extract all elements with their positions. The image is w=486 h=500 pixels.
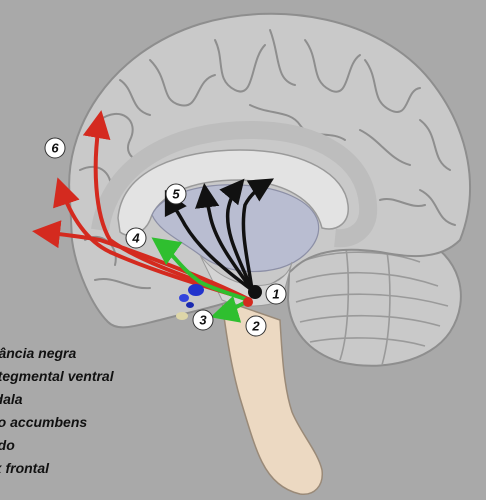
marker-4: 4 xyxy=(126,228,146,248)
svg-text:5: 5 xyxy=(172,187,180,202)
svg-text:3: 3 xyxy=(199,313,207,328)
legend-item: leo accumbens xyxy=(0,411,114,434)
marker-3: 3 xyxy=(193,310,213,330)
marker-1: 1 xyxy=(266,284,286,304)
svg-text:2: 2 xyxy=(251,319,260,334)
marker-2: 2 xyxy=(246,316,266,336)
legend: stância negra a tegmental ventral gdala … xyxy=(0,342,114,480)
vta-dot xyxy=(243,297,253,307)
legend-item: gdala xyxy=(0,388,114,411)
marker-6: 6 xyxy=(45,138,65,158)
legend-item: stância negra xyxy=(0,342,114,365)
svg-text:6: 6 xyxy=(51,141,59,156)
marker-5: 5 xyxy=(166,184,186,204)
svg-text:1: 1 xyxy=(272,287,279,302)
substantia-nigra-dot xyxy=(248,285,262,299)
svg-text:4: 4 xyxy=(131,231,140,246)
legend-item: iado xyxy=(0,434,114,457)
legend-item: a tegmental ventral xyxy=(0,365,114,388)
legend-item: ex frontal xyxy=(0,457,114,480)
